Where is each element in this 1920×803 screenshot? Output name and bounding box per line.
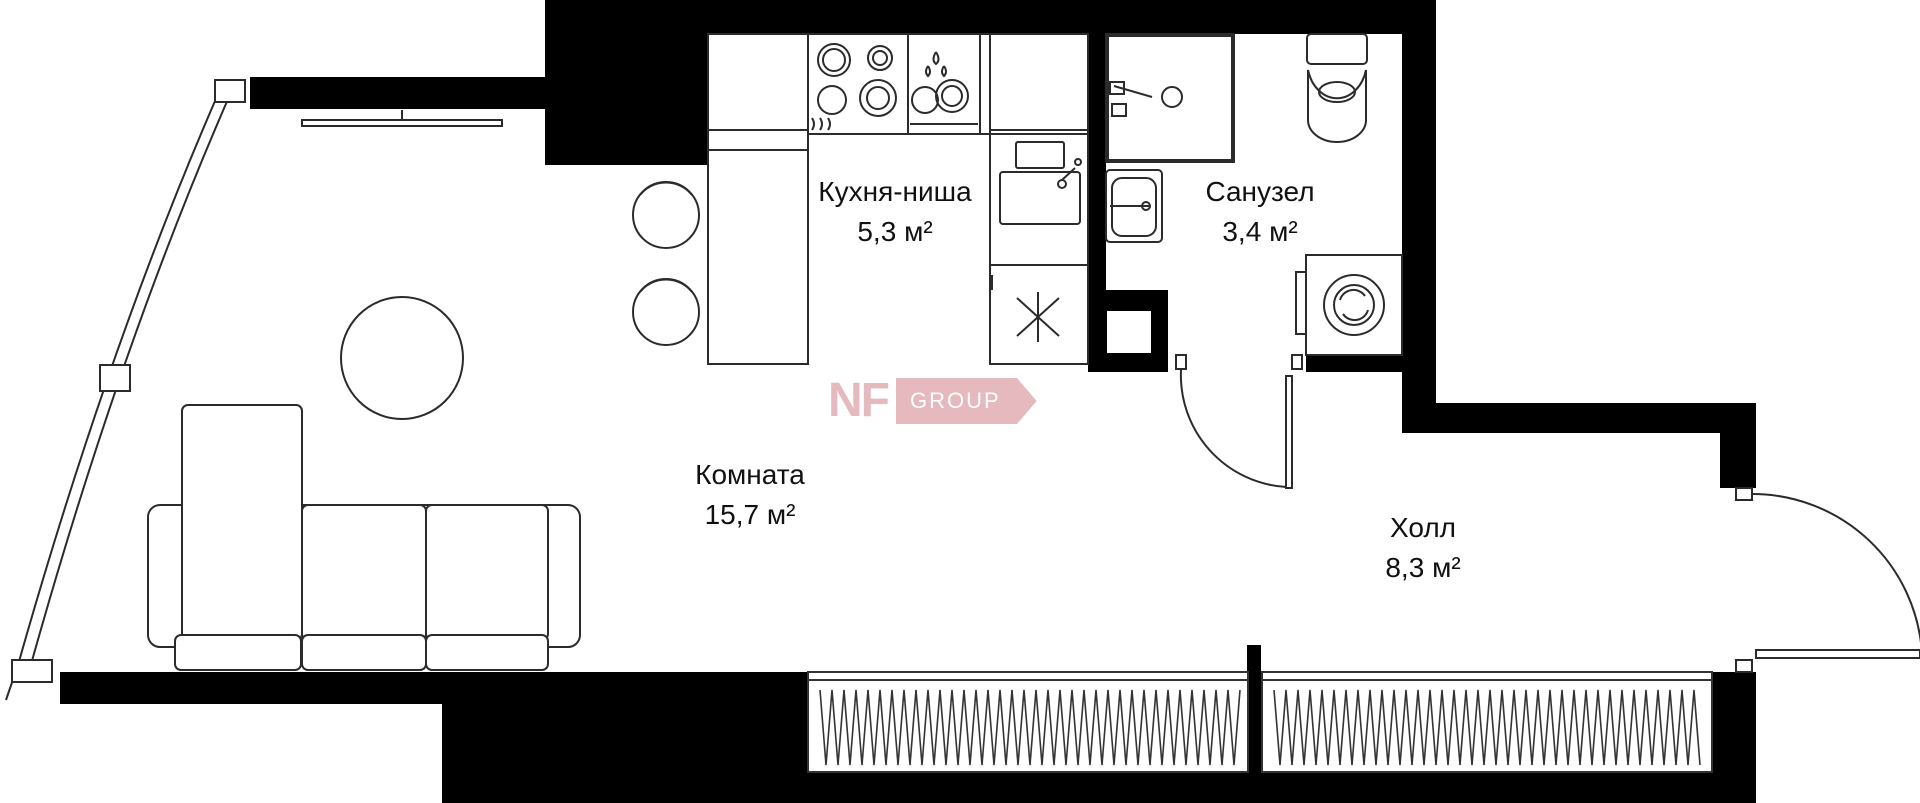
- entrance-door: [1735, 487, 1920, 673]
- kitchen-name: Кухня-ниша: [818, 176, 972, 207]
- washing-machine-icon: [1295, 254, 1403, 356]
- bar-stool-icon: [632, 181, 700, 346]
- wall-step: [1402, 403, 1756, 433]
- hall-name: Холл: [1390, 512, 1456, 543]
- sink-icon: [1105, 169, 1163, 243]
- table-icon: [340, 296, 464, 420]
- wall-divider-small: [1247, 645, 1261, 707]
- wall-bath-bottom: [1306, 356, 1406, 372]
- shaft-inner: [1105, 309, 1153, 355]
- kitchen-counter: [707, 33, 1089, 365]
- kitchen-label: Кухня-ниша 5,3 м²: [800, 172, 990, 252]
- tv-icon: [301, 110, 503, 127]
- oven-icon: [991, 275, 1060, 342]
- dishwasher-icon: [910, 51, 978, 125]
- bathroom-door: [1175, 354, 1303, 489]
- room-area: 15,7 м²: [704, 499, 796, 530]
- room-name: Комната: [695, 459, 805, 490]
- wall-top-left-block: [545, 0, 707, 165]
- bathroom-name: Санузел: [1205, 176, 1315, 207]
- wall-bottom-left: [60, 672, 455, 704]
- logo-mark: NF: [828, 374, 890, 427]
- sink-icon: [999, 141, 1082, 225]
- kitchen-area: 5,3 м²: [857, 216, 933, 247]
- wall-upper-left: [250, 77, 560, 109]
- hall-label: Холл 8,3 м²: [1343, 508, 1503, 588]
- bathroom-area: 3,4 м²: [1222, 216, 1298, 247]
- logo-tag: GROUP: [895, 378, 1037, 424]
- nf-group-logo: NF GROUP: [828, 374, 1037, 427]
- wall-hall-right-upper: [1720, 403, 1756, 488]
- wall-bath-right: [1402, 0, 1436, 430]
- stove-icon: [811, 43, 897, 131]
- toilet-icon: [1306, 33, 1368, 143]
- window: [5, 79, 246, 701]
- bath-sink-icon: [1105, 33, 1235, 163]
- hall-area: 8,3 м²: [1385, 552, 1461, 583]
- sofa-icon: [147, 404, 581, 671]
- room-label: Комната 15,7 м²: [660, 455, 840, 535]
- wardrobe-icon: [807, 671, 1713, 773]
- wall-kitchen-bath-divider: [1088, 0, 1106, 370]
- bathroom-label: Санузел 3,4 м²: [1180, 172, 1340, 252]
